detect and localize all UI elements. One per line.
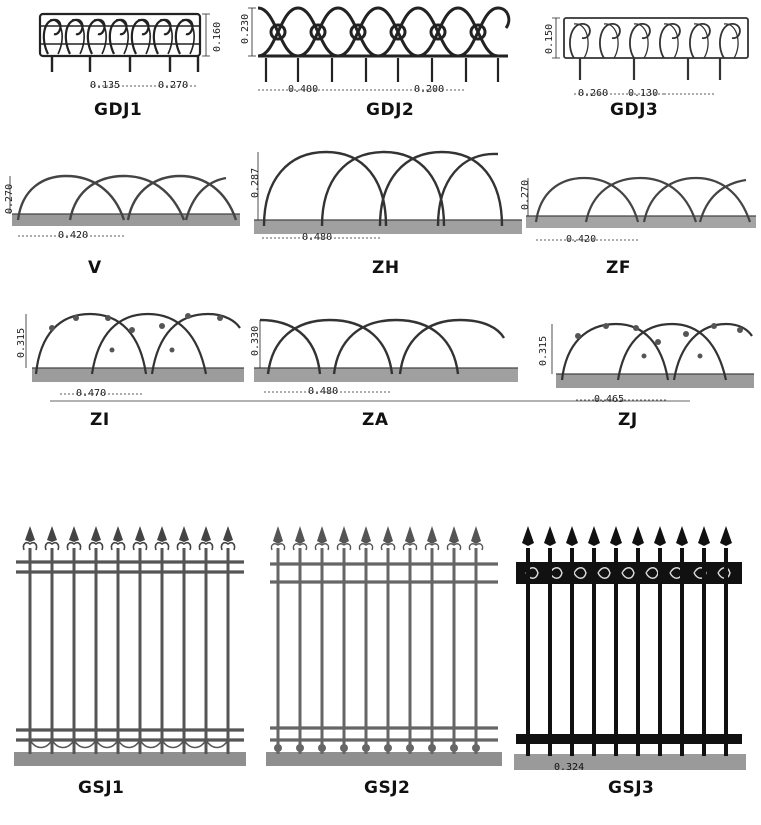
gdj2-height-dim: 0.230 xyxy=(240,13,251,44)
zf-width-dim: 0.420 xyxy=(566,234,597,245)
label-gdj3: GDJ3 xyxy=(610,100,659,120)
label-zi: ZI xyxy=(90,410,110,430)
gdj3-width-dim: 0.260 xyxy=(578,88,609,99)
za-width-dim: 0.480 xyxy=(308,386,339,397)
panel-za: 0.330 0.480 xyxy=(250,310,518,404)
panel-gdj1: 0.160 0.135 0.270 xyxy=(30,8,240,100)
gdj2-drawing xyxy=(248,6,511,91)
v-height-dim: 0.270 xyxy=(4,183,15,214)
gsj1-drawing xyxy=(14,525,246,766)
panel-zf: 0.270 0.420 xyxy=(520,150,758,256)
gdj2-width-dim: 0.400 xyxy=(288,84,319,95)
panel-gsj2 xyxy=(266,518,502,768)
gdj1-height-dim: 0.160 xyxy=(212,21,223,52)
label-gdj2: GDJ2 xyxy=(366,100,415,120)
gsj2-drawing xyxy=(266,525,502,766)
zj-width-dim: 0.465 xyxy=(594,394,625,405)
panel-zi: 0.315 0.470 xyxy=(12,304,244,404)
zf-drawing xyxy=(526,176,756,241)
zi-drawing xyxy=(25,312,244,395)
zi-width-dim: 0.470 xyxy=(76,388,107,399)
panel-gsj3: 0.324 xyxy=(514,518,746,774)
panel-v: 0.270 0.420 xyxy=(4,148,240,256)
zh-height-dim: 0.287 xyxy=(250,167,261,198)
gsj3-width-dim: 0.324 xyxy=(554,762,585,773)
panel-gdj3: 0.150 0.260 0.130 xyxy=(544,10,754,100)
gdj3-drawing xyxy=(552,17,749,95)
label-zh: ZH xyxy=(372,258,400,278)
zj-drawing xyxy=(551,322,754,401)
label-gsj2: GSJ2 xyxy=(364,778,411,798)
v-width-dim: 0.420 xyxy=(58,230,89,241)
label-gsj1: GSJ1 xyxy=(78,778,125,798)
zi-height-dim: 0.315 xyxy=(16,327,27,358)
zj-height-dim: 0.315 xyxy=(538,335,549,366)
zf-height-dim: 0.270 xyxy=(520,179,531,210)
za-drawing xyxy=(254,318,518,393)
gdj3-height-dim: 0.150 xyxy=(544,23,555,54)
gdj2-pitch-dim: 0.200 xyxy=(414,84,445,95)
gdj3-pitch-dim: 0.130 xyxy=(628,88,659,99)
label-za: ZA xyxy=(362,410,389,430)
label-zj: ZJ xyxy=(618,410,638,430)
gsj3-drawing xyxy=(514,526,746,770)
label-v: V xyxy=(88,258,102,278)
za-height-dim: 0.330 xyxy=(250,325,261,356)
zh-width-dim: 0.480 xyxy=(302,232,333,243)
label-zf: ZF xyxy=(606,258,631,278)
gdj1-pitch-dim: 0.135 xyxy=(90,80,121,91)
v-drawing xyxy=(9,174,240,237)
row3-reference-line xyxy=(50,400,690,402)
panel-gsj1 xyxy=(14,518,246,768)
label-gsj3: GSJ3 xyxy=(608,778,655,798)
label-gdj1: GDJ1 xyxy=(94,100,143,120)
panel-zh: 0.287 0.480 xyxy=(250,144,522,254)
gdj1-width-dim: 0.270 xyxy=(158,80,189,91)
gdj1-drawing xyxy=(38,12,210,87)
panel-zj: 0.315 0.465 xyxy=(536,316,754,406)
panel-gdj2: 0.230 0.400 0.200 xyxy=(236,0,526,100)
zh-drawing xyxy=(254,150,522,239)
